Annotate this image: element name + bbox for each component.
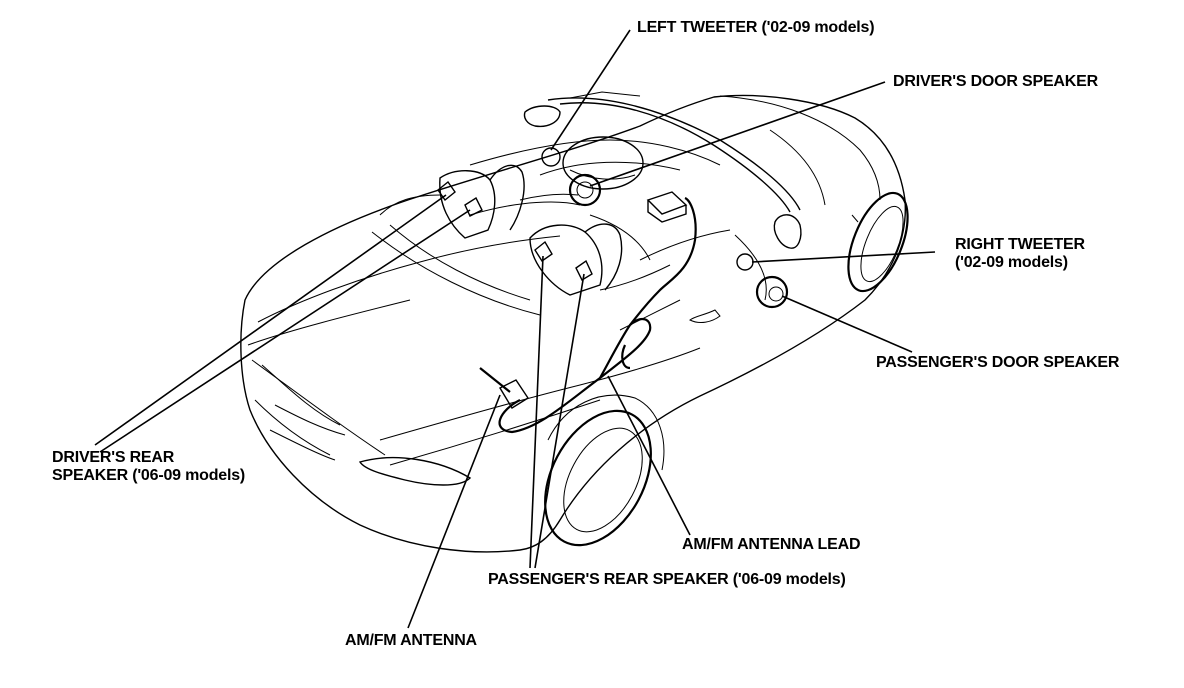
label-drivers-rear-line1: DRIVER'S REAR xyxy=(52,449,175,466)
passengers-door-speaker xyxy=(755,275,789,309)
label-drivers-rear-line2: SPEAKER ('06-09 models) xyxy=(52,467,246,484)
car-body-outline xyxy=(240,94,907,553)
leader-lines xyxy=(94,29,936,629)
drivers-rear-speaker-b xyxy=(464,196,483,217)
antenna-base xyxy=(499,379,529,409)
label-antenna-lead: AM/FM ANTENNA LEAD xyxy=(682,536,861,553)
passengers-rear-speaker-b xyxy=(575,259,593,281)
label-left-tweeter: LEFT TWEETER ('02-09 models) xyxy=(637,19,875,36)
passengers-rear-speaker-a xyxy=(534,240,553,262)
label-right-tweeter-line2: ('02-09 models) xyxy=(955,254,1068,271)
label-drivers-door-speaker: DRIVER'S DOOR SPEAKER xyxy=(893,73,1098,90)
label-antenna: AM/FM ANTENNA xyxy=(345,632,477,649)
audio-unit xyxy=(646,191,688,223)
right-tweeter-speaker xyxy=(736,253,754,271)
drivers-door-speaker xyxy=(568,173,602,207)
label-passengers-door-speaker: PASSENGER'S DOOR SPEAKER xyxy=(876,354,1120,371)
label-right-tweeter-line1: RIGHT TWEETER xyxy=(955,236,1085,253)
label-passengers-rear-speaker: PASSENGER'S REAR SPEAKER ('06-09 models) xyxy=(488,571,846,588)
antenna-rod xyxy=(479,367,511,393)
left-tweeter-speaker xyxy=(541,147,561,167)
